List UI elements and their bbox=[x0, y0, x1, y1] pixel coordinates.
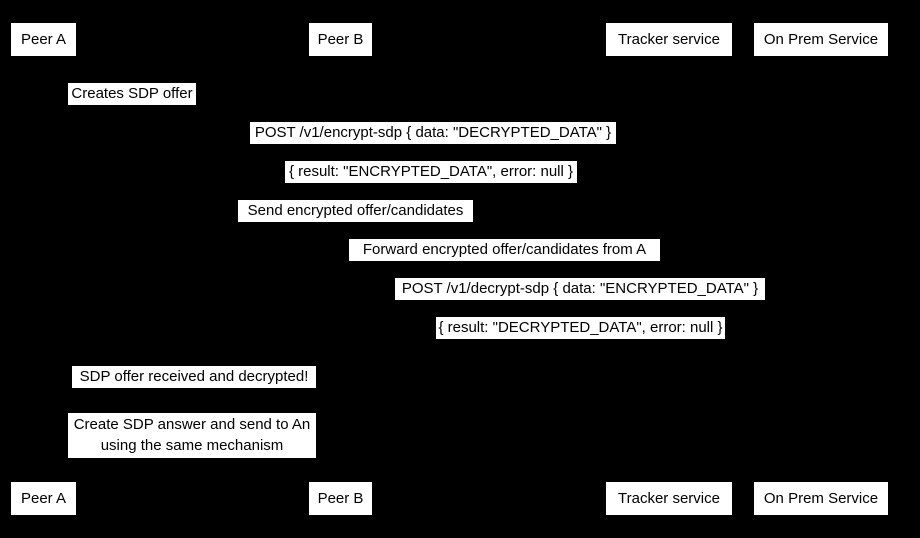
participant-label: Peer B bbox=[317, 31, 364, 48]
message-label-creates-sdp-offer: Creates SDP offer bbox=[68, 83, 196, 105]
participant-label: Peer B bbox=[317, 490, 364, 507]
participant-label: On Prem Service bbox=[763, 490, 879, 507]
message-label-forward-encrypted-offer: Forward encrypted offer/candidates from … bbox=[349, 239, 660, 261]
participant-label: On Prem Service bbox=[763, 31, 879, 48]
participant-label: Peer A bbox=[20, 490, 67, 507]
lifeline-peer-a bbox=[43, 57, 44, 481]
participant-label: Peer A bbox=[20, 31, 67, 48]
message-label-send-encrypted-offer: Send encrypted offer/candidates bbox=[238, 200, 473, 222]
lifeline-tracker-service bbox=[669, 57, 670, 481]
participant-peer-b-top[interactable]: Peer B bbox=[308, 22, 373, 57]
message-label-create-sdp-answer: Create SDP answer and send to An using t… bbox=[68, 413, 316, 458]
lifeline-on-prem-service bbox=[821, 57, 822, 481]
participant-peer-b-bottom[interactable]: Peer B bbox=[308, 481, 373, 516]
message-label-encrypt-sdp-result: { result: "ENCRYPTED_DATA", error: null … bbox=[285, 161, 577, 183]
participant-label: Tracker service bbox=[618, 490, 720, 507]
participant-on-prem-service-bottom[interactable]: On Prem Service bbox=[753, 481, 889, 516]
participant-tracker-service-bottom[interactable]: Tracker service bbox=[605, 481, 733, 516]
participant-label: Tracker service bbox=[618, 31, 720, 48]
participant-on-prem-service-top[interactable]: On Prem Service bbox=[753, 22, 889, 57]
message-label-post-encrypt-sdp: POST /v1/encrypt-sdp { data: "DECRYPTED_… bbox=[250, 122, 616, 144]
participant-peer-a-bottom[interactable]: Peer A bbox=[10, 481, 77, 516]
participant-peer-a-top[interactable]: Peer A bbox=[10, 22, 77, 57]
message-label-decrypt-sdp-result: { result: "DECRYPTED_DATA", error: null … bbox=[436, 317, 725, 339]
message-label-post-decrypt-sdp: POST /v1/decrypt-sdp { data: "ENCRYPTED_… bbox=[395, 278, 765, 300]
lifeline-peer-b bbox=[340, 57, 341, 481]
message-label-sdp-offer-received: SDP offer received and decrypted! bbox=[72, 366, 316, 388]
participant-tracker-service-top[interactable]: Tracker service bbox=[605, 22, 733, 57]
